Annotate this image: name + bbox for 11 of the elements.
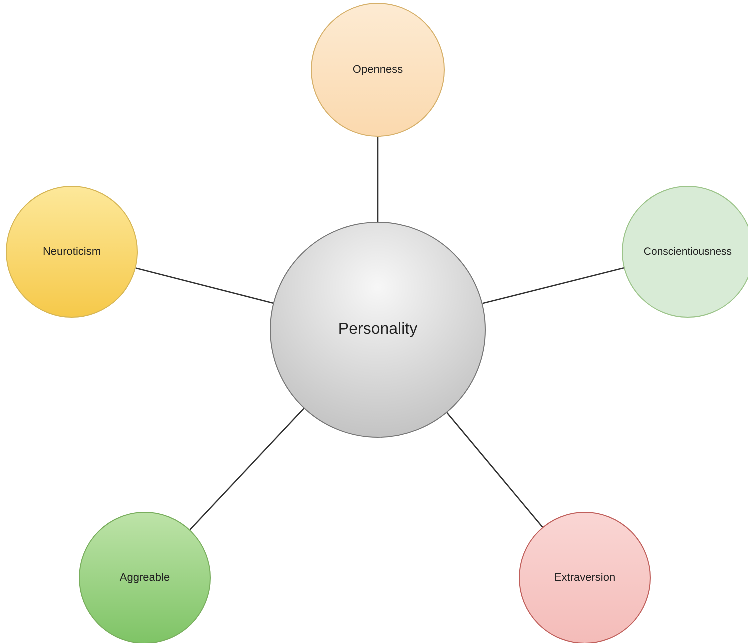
connector-line (482, 267, 624, 304)
node-label: Aggreable (120, 572, 170, 584)
connector-line (136, 268, 274, 304)
connector-line (446, 412, 544, 528)
node-label: Neuroticism (42, 246, 102, 258)
connector-line (190, 408, 305, 530)
connector-line (377, 137, 379, 222)
node-label: Personality (338, 321, 418, 339)
node-label: Openness (352, 64, 404, 76)
node-label: Conscientiousness (644, 246, 732, 258)
node-label: Extraversion (554, 572, 616, 584)
